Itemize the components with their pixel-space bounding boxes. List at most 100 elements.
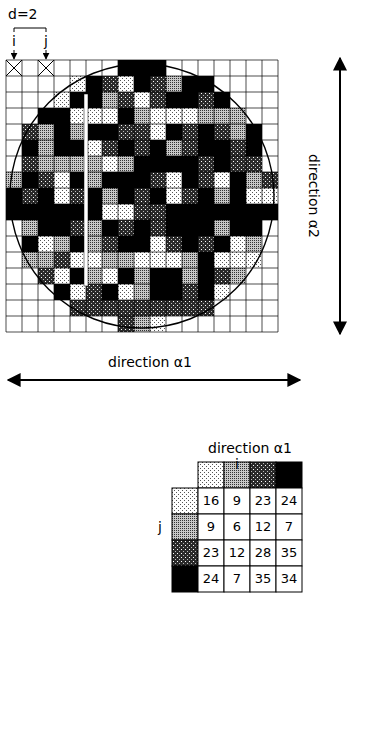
grid-cell bbox=[182, 204, 198, 220]
grid-cell bbox=[118, 60, 134, 76]
grid-line bbox=[38, 60, 39, 332]
grid-cell bbox=[246, 172, 262, 188]
grid-cell bbox=[118, 76, 134, 92]
grid-cell bbox=[54, 284, 70, 300]
grid-line bbox=[278, 60, 279, 332]
grid-cell bbox=[166, 172, 182, 188]
grid-cell bbox=[214, 156, 230, 172]
grid-line bbox=[6, 300, 278, 301]
grid-cell bbox=[262, 92, 278, 108]
grid-cell bbox=[166, 252, 182, 268]
region-outline bbox=[10, 64, 274, 328]
table-cell: 35 bbox=[281, 545, 298, 561]
grid-cell bbox=[230, 316, 246, 332]
grid-cell bbox=[150, 76, 166, 92]
pixel-label: i bbox=[12, 33, 16, 49]
grid-cell bbox=[38, 268, 54, 284]
grid-cell bbox=[150, 92, 166, 108]
grid-cell bbox=[54, 300, 70, 316]
grid-cell bbox=[22, 140, 38, 156]
table-cell: 12 bbox=[255, 519, 272, 535]
grid-cell bbox=[198, 268, 214, 284]
grid-cell bbox=[198, 156, 214, 172]
grid-cell bbox=[246, 156, 262, 172]
grid-cell bbox=[70, 268, 86, 284]
grid-cell bbox=[38, 140, 54, 156]
grid-cell bbox=[230, 220, 246, 236]
grid-cell bbox=[246, 60, 262, 76]
table-cell: 34 bbox=[281, 571, 298, 587]
grid-cell bbox=[198, 60, 214, 76]
grid-cell bbox=[54, 92, 70, 108]
grid-cell bbox=[102, 92, 118, 108]
grid-cell bbox=[262, 172, 278, 188]
pixel-label: j bbox=[44, 33, 48, 49]
grid-cell bbox=[230, 124, 246, 140]
grid-cell bbox=[246, 108, 262, 124]
grid-cell bbox=[182, 92, 198, 108]
marks bbox=[6, 28, 340, 380]
grid-cell bbox=[262, 268, 278, 284]
grid-cell bbox=[166, 268, 182, 284]
grid-cell bbox=[198, 220, 214, 236]
grid-cell bbox=[86, 188, 102, 204]
grid-cell bbox=[214, 92, 230, 108]
grid-cell bbox=[118, 172, 134, 188]
direction-label: direction α1 bbox=[208, 440, 292, 456]
grid-cell bbox=[6, 316, 22, 332]
grid-cell bbox=[166, 108, 182, 124]
matrix-cell bbox=[224, 540, 250, 566]
grid-cell bbox=[6, 252, 22, 268]
grid-cell bbox=[54, 108, 70, 124]
grid-line bbox=[6, 204, 278, 205]
grid-cell bbox=[86, 156, 102, 172]
direction-label: direction α1 bbox=[108, 354, 192, 370]
grid-cell bbox=[134, 252, 150, 268]
grid-cell bbox=[70, 124, 86, 140]
grid-cell bbox=[214, 316, 230, 332]
grid-cell bbox=[118, 188, 134, 204]
grid-cell bbox=[214, 284, 230, 300]
texture-swatch bbox=[172, 514, 198, 540]
pointer-arrow bbox=[14, 50, 15, 59]
table-cell: 16 bbox=[203, 493, 220, 509]
grid-cell bbox=[38, 220, 54, 236]
grid-cell bbox=[54, 156, 70, 172]
grid-cell bbox=[38, 156, 54, 172]
grid-line bbox=[6, 60, 278, 61]
grid-cell bbox=[86, 76, 102, 92]
grid-line bbox=[6, 236, 278, 237]
grid-cell bbox=[6, 124, 22, 140]
grid-cell bbox=[70, 140, 86, 156]
grid-cell bbox=[134, 172, 150, 188]
grid-cell bbox=[102, 172, 118, 188]
grid-cell bbox=[166, 284, 182, 300]
grid-cell bbox=[102, 236, 118, 252]
grid-line bbox=[214, 60, 215, 332]
grid-cell bbox=[246, 284, 262, 300]
table-cell: 23 bbox=[203, 545, 220, 561]
grid-cell bbox=[22, 156, 38, 172]
grid-cell bbox=[198, 236, 214, 252]
table-cell: 28 bbox=[255, 545, 272, 561]
grid-cell bbox=[38, 60, 54, 76]
grid-cell bbox=[134, 300, 150, 316]
grid-cell bbox=[182, 220, 198, 236]
grid-cell bbox=[134, 268, 150, 284]
texture-swatch bbox=[250, 462, 276, 488]
grid-cell bbox=[54, 236, 70, 252]
grid-cell bbox=[262, 124, 278, 140]
grid-cell bbox=[22, 284, 38, 300]
grid-cell bbox=[102, 156, 118, 172]
grid-cell bbox=[198, 172, 214, 188]
co-occurrence-matrix bbox=[172, 462, 302, 592]
grid-cell bbox=[246, 236, 262, 252]
grid-cell bbox=[214, 140, 230, 156]
grid-cell bbox=[118, 236, 134, 252]
grid-cell bbox=[230, 204, 246, 220]
grid-cell bbox=[70, 220, 86, 236]
grid-cell bbox=[6, 284, 22, 300]
matrix-cell bbox=[198, 514, 224, 540]
grid-cell bbox=[102, 140, 118, 156]
grid-cell bbox=[150, 60, 166, 76]
